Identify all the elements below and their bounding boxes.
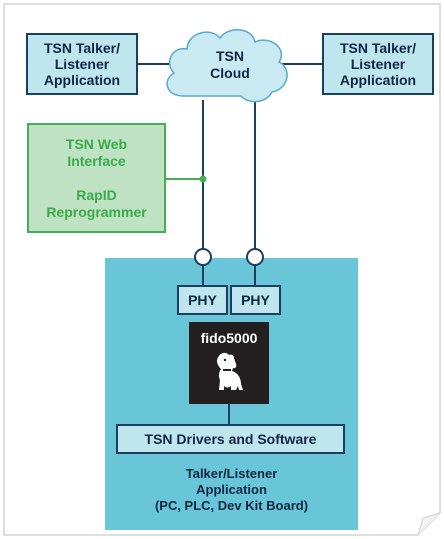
phy-right-connector: [246, 248, 264, 266]
tsn-cloud-label: TSN Cloud: [210, 48, 250, 81]
talker-listener-left: TSN Talker/ Listener Application: [26, 33, 138, 95]
phy-left: PHY: [177, 285, 228, 315]
phy-right-label: PHY: [241, 292, 270, 308]
phy-right: PHY: [230, 285, 281, 315]
web-junction-dot: [199, 175, 207, 183]
talker-listener-left-label: TSN Talker/ Listener Application: [43, 40, 121, 88]
web-interface-box: TSN Web Interface RapID Reprogrammer: [27, 123, 166, 233]
board-label: Talker/Listener Application (PC, PLC, De…: [154, 466, 309, 513]
phy-left-label: PHY: [188, 292, 217, 308]
cloud-shape: [166, 29, 288, 103]
page-fold: [417, 512, 441, 536]
talker-listener-right: TSN Talker/ Listener Application: [322, 33, 434, 95]
talker-listener-right-label: TSN Talker/ Listener Application: [339, 40, 417, 88]
dog-icon: [217, 352, 243, 390]
fido5000-chip: fido5000: [189, 322, 269, 404]
tsn-drivers-box: TSN Drivers and Software: [116, 424, 345, 454]
phy-left-connector: [194, 248, 212, 266]
fido5000-label: fido5000: [200, 330, 258, 346]
tsn-drivers-label: TSN Drivers and Software: [144, 431, 317, 447]
web-interface-label: TSN Web Interface RapID Reprogrammer: [46, 135, 147, 220]
